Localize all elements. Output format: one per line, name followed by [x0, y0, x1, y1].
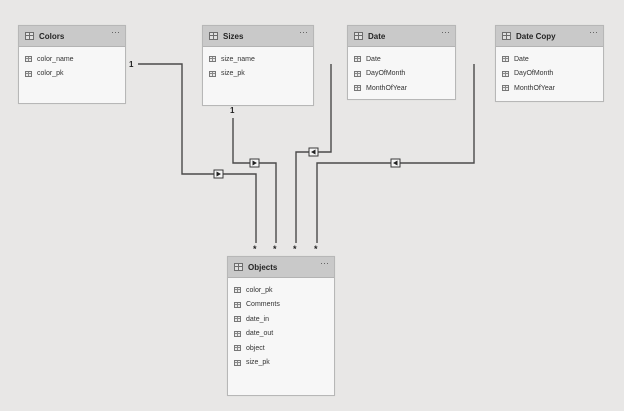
table-card-objects[interactable]: Objects ··· color_pk Comments date_in da… — [227, 256, 335, 396]
table-title-colors: Colors — [39, 31, 65, 41]
field-item[interactable]: MonthOfYear — [348, 81, 455, 96]
field-label: size_name — [221, 55, 255, 63]
column-icon — [25, 56, 32, 63]
column-icon — [234, 316, 241, 323]
field-label: size_pk — [246, 359, 270, 367]
column-icon — [354, 56, 361, 63]
column-icon — [234, 301, 241, 308]
filter-direction-arrow-date — [308, 147, 319, 157]
more-options-button[interactable]: ··· — [589, 27, 598, 37]
table-title-date-copy: Date Copy — [516, 31, 556, 41]
more-options-button[interactable]: ··· — [320, 258, 329, 268]
column-icon — [502, 85, 509, 92]
field-item[interactable]: Date — [348, 52, 455, 67]
relationship-line-sizes-objects[interactable] — [232, 118, 277, 243]
field-label: color_name — [37, 55, 74, 63]
field-label: size_pk — [221, 70, 245, 78]
field-item[interactable]: size_name — [203, 52, 313, 67]
cardinality-many-datecopy: * — [314, 244, 318, 254]
table-header-sizes[interactable]: Sizes ··· — [203, 26, 313, 47]
column-icon — [234, 345, 241, 352]
table-title-date: Date — [368, 31, 386, 41]
field-item[interactable]: DayOfMonth — [348, 67, 455, 82]
filter-direction-arrow-sizes — [249, 158, 260, 168]
field-item[interactable]: MonthOfYear — [496, 81, 603, 96]
cardinality-one-sizes: 1 — [230, 106, 235, 115]
filter-direction-arrow-datecopy — [390, 158, 401, 168]
table-icon — [25, 32, 34, 40]
table-card-date[interactable]: Date ··· Date DayOfMonth MonthOfYear — [347, 25, 456, 100]
cardinality-many-date: * — [293, 244, 297, 254]
column-icon — [209, 56, 216, 63]
column-icon — [234, 359, 241, 366]
field-list-date: Date DayOfMonth MonthOfYear — [348, 47, 455, 96]
table-icon — [502, 32, 511, 40]
field-item[interactable]: color_pk — [228, 283, 334, 298]
table-icon — [234, 263, 243, 271]
table-header-objects[interactable]: Objects ··· — [228, 257, 334, 278]
table-icon — [354, 32, 363, 40]
column-icon — [25, 70, 32, 77]
field-label: color_pk — [37, 70, 64, 78]
more-options-button[interactable]: ··· — [299, 27, 308, 37]
field-list-sizes: size_name size_pk — [203, 47, 313, 81]
table-card-sizes[interactable]: Sizes ··· size_name size_pk — [202, 25, 314, 106]
field-item[interactable]: color_pk — [19, 67, 125, 82]
table-card-date-copy[interactable]: Date Copy ··· Date DayOfMonth MonthOfYea… — [495, 25, 604, 102]
field-item[interactable]: Date — [496, 52, 603, 67]
column-icon — [234, 287, 241, 294]
field-list-colors: color_name color_pk — [19, 47, 125, 81]
table-icon — [209, 32, 218, 40]
column-icon — [354, 85, 361, 92]
field-item[interactable]: Comments — [228, 298, 334, 313]
field-item[interactable]: size_pk — [228, 356, 334, 371]
table-header-colors[interactable]: Colors ··· — [19, 26, 125, 47]
field-label: MonthOfYear — [514, 84, 555, 92]
field-item[interactable]: color_name — [19, 52, 125, 67]
field-label: date_out — [246, 330, 274, 338]
table-title-sizes: Sizes — [223, 31, 244, 41]
field-list-objects: color_pk Comments date_in date_out objec… — [228, 278, 334, 370]
column-icon — [502, 70, 509, 77]
column-icon — [502, 56, 509, 63]
table-card-colors[interactable]: Colors ··· color_name color_pk — [18, 25, 126, 104]
field-item[interactable]: size_pk — [203, 67, 313, 82]
cardinality-many-colors: * — [253, 244, 257, 254]
field-label: Date — [514, 55, 529, 63]
table-header-date[interactable]: Date ··· — [348, 26, 455, 47]
column-icon — [209, 70, 216, 77]
filter-direction-arrow-colors — [213, 169, 224, 179]
field-label: Comments — [246, 301, 280, 309]
table-title-objects: Objects — [248, 262, 278, 272]
table-header-date-copy[interactable]: Date Copy ··· — [496, 26, 603, 47]
field-list-date-copy: Date DayOfMonth MonthOfYear — [496, 47, 603, 96]
field-item[interactable]: date_in — [228, 312, 334, 327]
column-icon — [234, 330, 241, 337]
field-item[interactable]: DayOfMonth — [496, 67, 603, 82]
column-icon — [354, 70, 361, 77]
field-item[interactable]: object — [228, 341, 334, 356]
field-label: DayOfMonth — [514, 70, 554, 78]
field-label: object — [246, 344, 265, 352]
field-label: date_in — [246, 315, 269, 323]
cardinality-many-sizes: * — [273, 244, 277, 254]
relationship-line-colors-objects[interactable] — [138, 63, 257, 243]
field-label: color_pk — [246, 286, 273, 294]
field-label: Date — [366, 55, 381, 63]
field-item[interactable]: date_out — [228, 327, 334, 342]
field-label: DayOfMonth — [366, 70, 406, 78]
cardinality-one-colors: 1 — [129, 60, 134, 69]
more-options-button[interactable]: ··· — [111, 27, 120, 37]
field-label: MonthOfYear — [366, 84, 407, 92]
more-options-button[interactable]: ··· — [441, 27, 450, 37]
